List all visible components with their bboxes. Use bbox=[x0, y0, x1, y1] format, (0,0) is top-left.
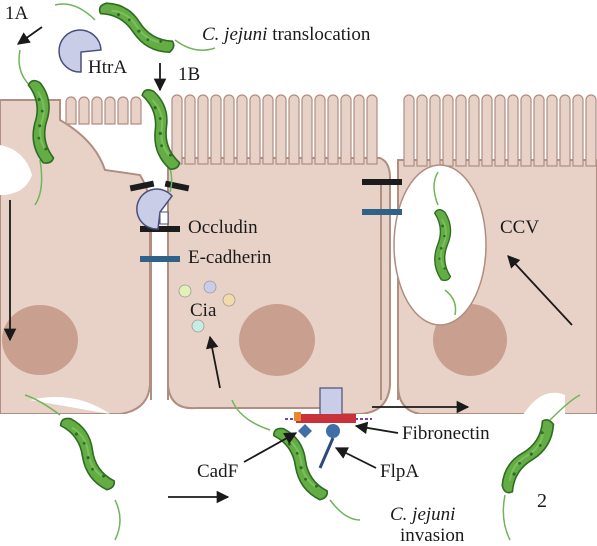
microvillus bbox=[520, 94, 532, 167]
bacterium-invading bbox=[231, 399, 361, 521]
label-invasion: invasion bbox=[400, 525, 465, 546]
microvillus bbox=[275, 94, 287, 165]
microvillus bbox=[481, 94, 493, 167]
microvillus bbox=[301, 94, 313, 165]
bacteria bbox=[18, 0, 581, 541]
microvillus bbox=[340, 94, 352, 165]
bacterium-1b bbox=[135, 85, 187, 193]
label-flpa: FlpA bbox=[380, 461, 419, 482]
arrows bbox=[3, 26, 573, 504]
nucleus-left bbox=[2, 305, 78, 375]
microvillus bbox=[210, 94, 222, 165]
microvillus bbox=[327, 94, 339, 165]
fibronectin-complex bbox=[285, 387, 372, 469]
microvillus bbox=[197, 94, 209, 165]
microvillus bbox=[353, 94, 365, 165]
microvillus bbox=[366, 94, 378, 165]
cia-dot bbox=[191, 319, 205, 333]
diagram-title: C. jejuni translocation bbox=[202, 24, 371, 45]
microvillus bbox=[559, 94, 571, 167]
microvillus bbox=[78, 96, 90, 125]
label-1a: 1A bbox=[5, 3, 29, 24]
htra-icon bbox=[58, 29, 102, 73]
microvillus bbox=[442, 94, 454, 167]
label-1b: 1B bbox=[178, 64, 200, 85]
microvillus bbox=[249, 94, 261, 165]
microvillus bbox=[262, 94, 274, 165]
microvillus bbox=[533, 94, 545, 167]
microvillus bbox=[572, 94, 584, 167]
microvillus bbox=[117, 96, 129, 125]
label-2: 2 bbox=[537, 490, 547, 512]
ecadherin-bar bbox=[140, 256, 180, 262]
fibronectin-strand bbox=[296, 414, 356, 423]
left-gap bbox=[0, 145, 32, 195]
label-htra: HtrA bbox=[88, 57, 127, 78]
flpa-adhesin bbox=[326, 424, 340, 438]
microvillus bbox=[455, 94, 467, 167]
microvillus bbox=[236, 94, 248, 165]
basolateral-space bbox=[0, 414, 597, 546]
microvillus bbox=[171, 94, 183, 165]
arrow-flpa bbox=[334, 447, 377, 469]
epithelial-cell-middle bbox=[167, 157, 391, 415]
tight-junction-bar bbox=[362, 179, 402, 185]
label-cia: Cia bbox=[190, 300, 217, 321]
cia-dots bbox=[178, 280, 236, 333]
nucleus-middle bbox=[239, 304, 315, 376]
bacterium-bottom-left bbox=[24, 394, 122, 541]
microvillus bbox=[494, 94, 506, 167]
cia-dot bbox=[178, 284, 192, 298]
microvillus bbox=[288, 94, 300, 165]
microvillus bbox=[507, 94, 519, 167]
microvillus bbox=[468, 94, 480, 167]
cia-dot bbox=[222, 293, 236, 307]
arrow-1a bbox=[16, 26, 43, 45]
microvillus bbox=[104, 96, 116, 125]
arrow-cadf bbox=[243, 432, 298, 463]
microvillus bbox=[184, 94, 196, 165]
invasion-pocket bbox=[520, 392, 565, 420]
microvillus bbox=[65, 96, 77, 125]
fibronectin-tag bbox=[294, 412, 301, 421]
cia-dot bbox=[203, 280, 217, 294]
microvillus bbox=[429, 94, 441, 167]
label-invasion-species: C. jejuni bbox=[390, 504, 455, 525]
bacterium-1a bbox=[18, 49, 61, 206]
microvillus bbox=[403, 94, 415, 167]
adherens-junctions bbox=[140, 209, 402, 262]
htra-pocket bbox=[159, 211, 169, 225]
microvillus bbox=[223, 94, 235, 165]
arrow-to-cia bbox=[205, 335, 221, 389]
microvillus bbox=[585, 94, 597, 167]
label-ccv: CCV bbox=[500, 217, 539, 238]
ecadherin-bar bbox=[362, 209, 402, 215]
label-cadf: CadF bbox=[197, 461, 238, 482]
arrow-fibronectin bbox=[354, 421, 399, 435]
bacterium-ccv bbox=[429, 171, 457, 316]
label-fibronectin: Fibronectin bbox=[402, 423, 490, 444]
tight-junction-bar bbox=[129, 180, 155, 192]
microvilli bbox=[65, 94, 597, 167]
htra-bound-icon bbox=[136, 188, 173, 230]
microvillus bbox=[91, 96, 103, 125]
arrow-ccv bbox=[507, 255, 573, 326]
tight-junction-bar bbox=[140, 226, 180, 232]
microvillus bbox=[130, 96, 142, 125]
cadf-adhesin bbox=[298, 424, 312, 438]
label-ecadherin: E-cadherin bbox=[188, 247, 272, 268]
integrin-receptor bbox=[319, 387, 343, 417]
bacterium-bottom-right bbox=[495, 394, 581, 541]
microvillus bbox=[416, 94, 428, 167]
microvillus bbox=[314, 94, 326, 165]
bacterium-top bbox=[54, 0, 216, 59]
basolateral-pocket bbox=[30, 397, 110, 414]
microvillus bbox=[546, 94, 558, 167]
label-occludin: Occludin bbox=[188, 217, 258, 238]
